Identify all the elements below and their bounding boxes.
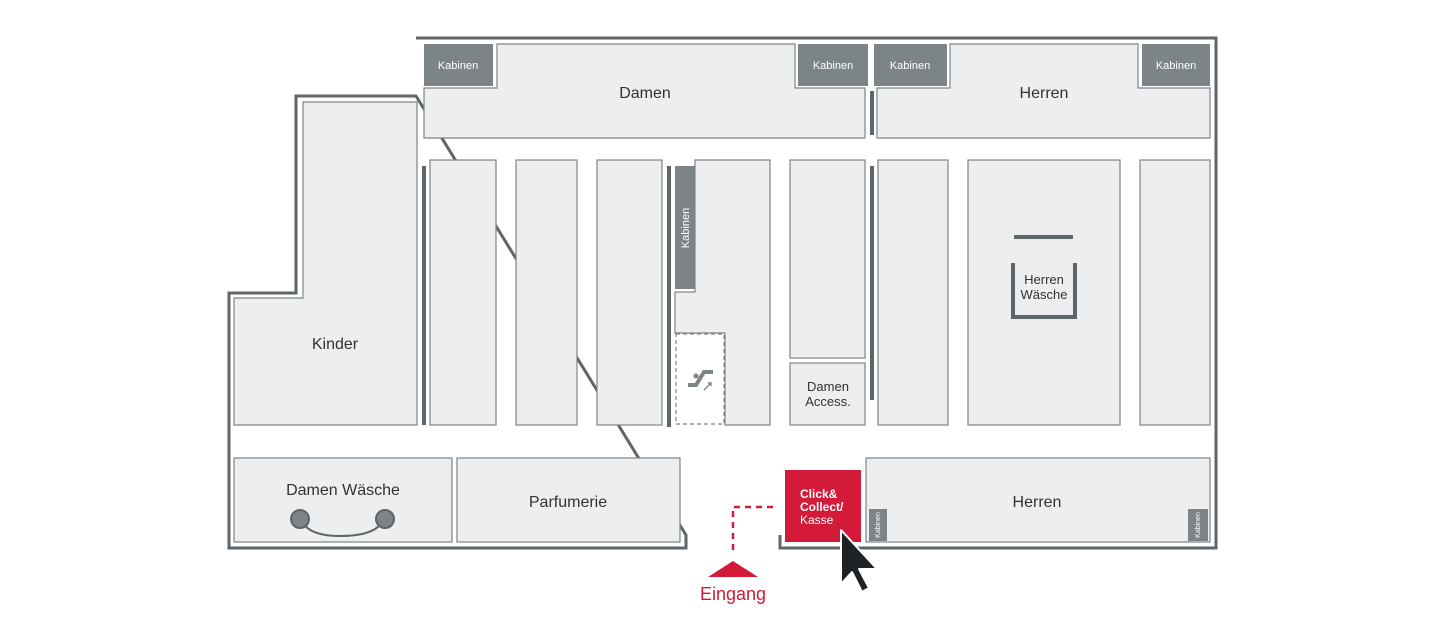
fitting-room-bottom-1[interactable]: Kabinen bbox=[869, 509, 887, 541]
zone-damen-top-label: Damen bbox=[619, 85, 671, 102]
click-collect-label-2: Collect/ bbox=[800, 500, 844, 514]
pointer-cursor-icon bbox=[840, 529, 878, 593]
click-collect-label-1: Click& bbox=[800, 487, 838, 501]
shelf-block-2[interactable] bbox=[515, 159, 578, 426]
zone-kinder-label: Kinder bbox=[312, 336, 359, 353]
escalator-icon bbox=[688, 370, 713, 391]
zone-damen-access[interactable]: Damen Access. bbox=[789, 362, 866, 426]
click-collect-counter[interactable]: Click& Collect/ Kasse bbox=[785, 470, 861, 542]
fitting-room-top-4[interactable]: Kabinen bbox=[1142, 44, 1210, 86]
zone-damen-top[interactable]: Damen bbox=[423, 43, 866, 139]
zone-herren-waesche-label-2: Wäsche bbox=[1021, 287, 1068, 302]
fitting-room-label: Kabinen bbox=[875, 512, 882, 538]
fitting-room-label: Kabinen bbox=[813, 60, 853, 72]
zone-damen-access-label-2: Access. bbox=[805, 394, 851, 409]
entrance-path bbox=[731, 505, 773, 553]
building-outline bbox=[227, 36, 1218, 550]
zone-parfumerie-label: Parfumerie bbox=[529, 494, 607, 511]
fitting-room-label: Kabinen bbox=[1156, 60, 1196, 72]
entrance-arrow-icon bbox=[708, 561, 758, 577]
fitting-room-top-2[interactable]: Kabinen bbox=[798, 44, 868, 86]
fitting-room-label: Kabinen bbox=[438, 60, 478, 72]
entrance-label: Eingang bbox=[700, 584, 766, 604]
zone-damen-waesche-label: Damen Wäsche bbox=[286, 482, 400, 499]
escalator-pair-icon bbox=[290, 509, 395, 538]
fitting-room-bottom-2[interactable]: Kabinen bbox=[1188, 509, 1208, 541]
fitting-room-label: Kabinen bbox=[680, 208, 692, 248]
fitting-room-top-3[interactable]: Kabinen bbox=[874, 44, 947, 86]
shelf-block-4[interactable] bbox=[674, 159, 771, 426]
fitting-room-vertical[interactable]: Kabinen bbox=[675, 166, 695, 289]
herren-waesche-enclosure bbox=[1011, 263, 1077, 319]
zone-herren-bottom-label: Herren bbox=[1013, 494, 1062, 511]
zone-damen-waesche[interactable]: Damen Wäsche bbox=[233, 457, 453, 543]
zone-herren-top-label: Herren bbox=[1020, 85, 1069, 102]
escalator[interactable] bbox=[675, 333, 725, 425]
zone-herren-bottom[interactable]: Herren bbox=[865, 457, 1211, 543]
zone-herren-waesche-area[interactable]: Herren Wäsche bbox=[967, 159, 1121, 426]
fitting-room-label: Kabinen bbox=[1195, 512, 1202, 538]
zone-kinder[interactable]: Kinder bbox=[233, 101, 418, 426]
shelf-block-5[interactable] bbox=[789, 159, 866, 359]
zone-herren-waesche-label-1: Herren bbox=[1024, 272, 1064, 287]
zone-damen-access-label-1: Damen bbox=[807, 379, 849, 394]
shelf-block-1[interactable] bbox=[429, 159, 497, 426]
click-collect-label-3: Kasse bbox=[800, 513, 834, 527]
shelf-block-3[interactable] bbox=[596, 159, 663, 426]
fitting-room-label: Kabinen bbox=[890, 60, 930, 72]
zone-parfumerie[interactable]: Parfumerie bbox=[456, 457, 681, 543]
zone-herren-top[interactable]: Herren bbox=[876, 43, 1211, 139]
fitting-room-top-1[interactable]: Kabinen bbox=[424, 44, 493, 86]
shelf-block-6[interactable] bbox=[877, 159, 949, 426]
shelf-block-7[interactable] bbox=[1139, 159, 1211, 426]
